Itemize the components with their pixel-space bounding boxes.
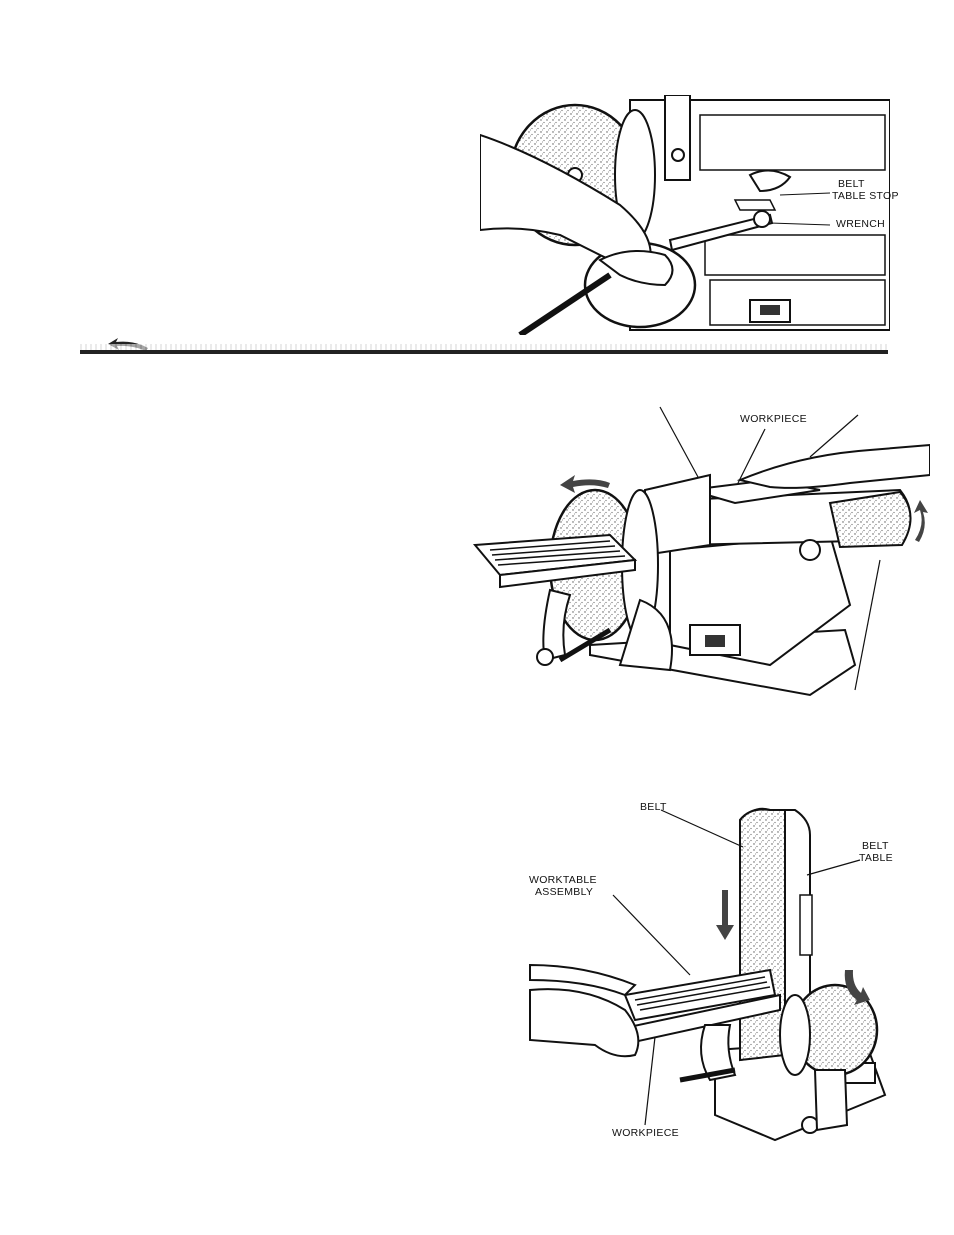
label-wrench: WRENCH [836, 219, 885, 230]
label-belt-table-stop-line2: TABLE STOP [832, 191, 899, 202]
figure-belt-table-stop: BELT TABLE STOP WRENCH [480, 95, 890, 335]
figure-horizontal-sanding: WORKPIECE [470, 395, 930, 700]
section-divider [80, 350, 888, 354]
label-workpiece-bottom: WORKPIECE [612, 1128, 679, 1139]
label-workpiece-top: WORKPIECE [740, 414, 807, 425]
label-worktable-line1: WORKTABLE [529, 875, 597, 886]
label-belt-table-line2: TABLE [859, 853, 893, 864]
label-worktable-line2: ASSEMBLY [535, 887, 593, 898]
label-belt-table-line1: BELT [862, 841, 889, 852]
label-belt: BELT [640, 802, 667, 813]
figure-vertical-sanding: BELT BELT TABLE WORKTABLE ASSEMBLY WORKP… [525, 795, 900, 1145]
belt-table-stop-illustration [480, 95, 890, 335]
label-belt-table-stop-line1: BELT [838, 179, 865, 190]
